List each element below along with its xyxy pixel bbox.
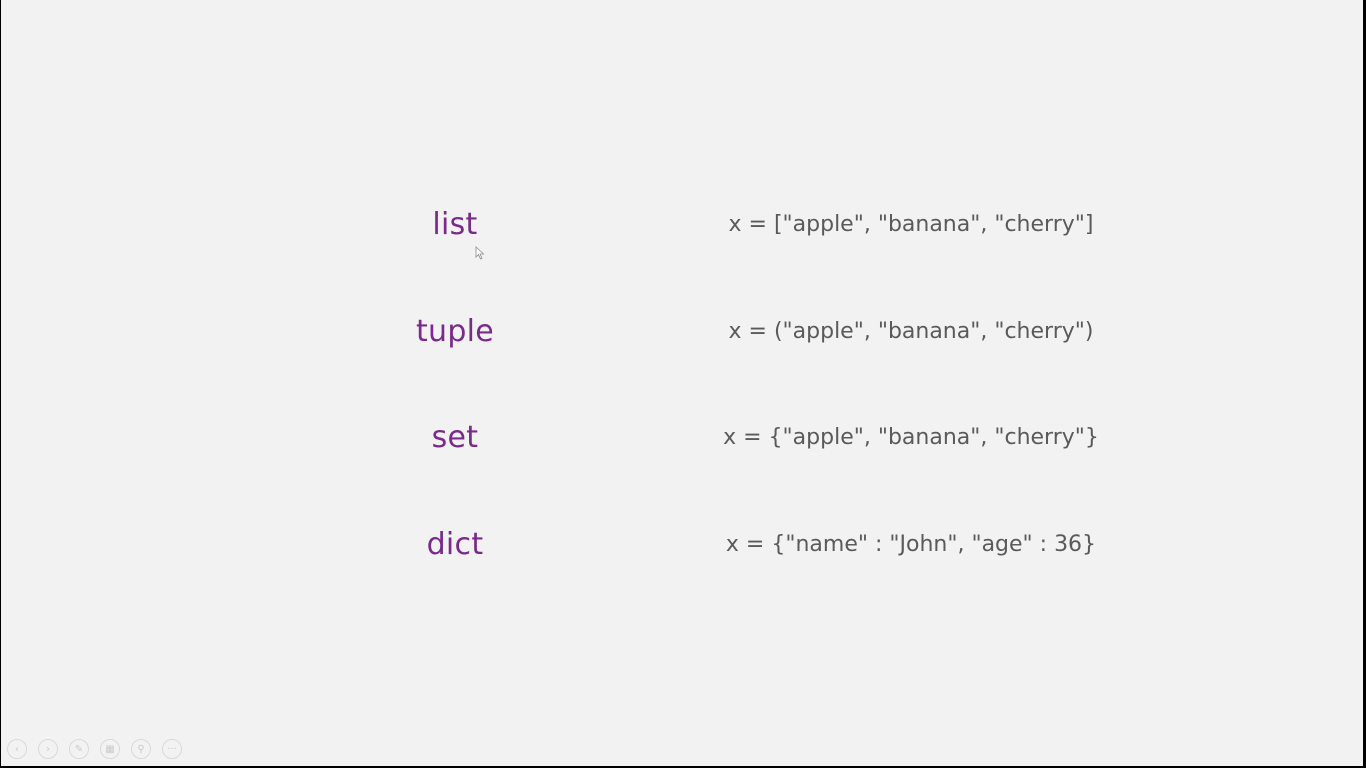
next-slide-button[interactable]: ›: [38, 739, 58, 759]
collection-example-code: x = ["apple", "banana", "cherry"]: [728, 212, 1094, 237]
collection-example-code: x = ("apple", "banana", "cherry"): [728, 319, 1094, 344]
more-options-icon: ···: [167, 743, 177, 755]
next-icon: ›: [46, 743, 50, 755]
pen-tool-button[interactable]: ✎: [69, 739, 89, 759]
collection-type-label: tuple: [415, 314, 495, 349]
collection-type-label: list: [432, 207, 478, 242]
slideshow-toolbar: ‹ › ✎ ▦ ⚲ ···: [7, 738, 182, 760]
collection-type-label: set: [431, 420, 479, 455]
collection-type-label: dict: [426, 527, 484, 562]
more-options-button[interactable]: ···: [162, 739, 182, 759]
previous-icon: ‹: [15, 743, 19, 755]
zoom-button[interactable]: ⚲: [131, 739, 151, 759]
slides-grid-icon: ▦: [105, 743, 115, 755]
previous-slide-button[interactable]: ‹: [7, 739, 27, 759]
collection-row-set: set x = {"apple", "banana", "cherry"}: [1, 413, 1363, 463]
collection-example-code: x = {"apple", "banana", "cherry"}: [723, 425, 1099, 450]
zoom-icon: ⚲: [137, 743, 145, 755]
collection-row-dict: dict x = {"name" : "John", "age" : 36}: [1, 520, 1363, 570]
collection-row-list: list x = ["apple", "banana", "cherry"]: [1, 200, 1363, 250]
pen-icon: ✎: [74, 743, 84, 755]
see-all-slides-button[interactable]: ▦: [100, 739, 120, 759]
mouse-pointer-icon: [475, 246, 485, 260]
collection-row-tuple: tuple x = ("apple", "banana", "cherry"): [1, 307, 1363, 357]
collection-example-code: x = {"name" : "John", "age" : 36}: [725, 532, 1097, 557]
